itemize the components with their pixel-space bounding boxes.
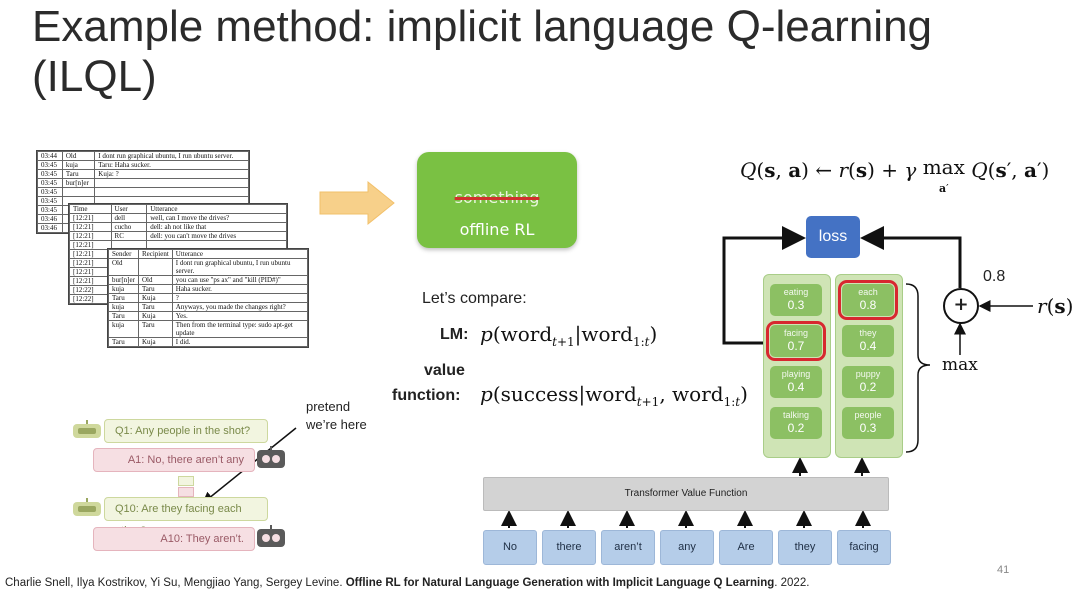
q-cell-value: 0.4 — [859, 339, 877, 353]
struck-text: something — [454, 188, 540, 207]
robot-question-icon — [72, 420, 102, 440]
table-cell: Taru — [108, 337, 139, 347]
value-formula: p(success|wordt+1, word1:t) — [480, 382, 748, 409]
question-q1: Q1: Any people in the shot? — [104, 419, 268, 443]
page-number: 41 — [997, 564, 1010, 576]
robot-answer-icon-2 — [256, 525, 286, 549]
token-3: any — [660, 530, 714, 565]
slide-title-line-1: Example method: implicit language Q-lear… — [32, 2, 933, 51]
token-6: facing — [837, 530, 891, 565]
offline-rl-label: offline RL — [459, 220, 535, 239]
q-cell-word: puppy — [855, 369, 881, 379]
q-cell-word: facing — [783, 328, 809, 338]
token-4: Are — [719, 530, 773, 565]
transformer-value-function: Transformer Value Function — [483, 477, 889, 511]
right-arrow-icon — [319, 180, 395, 226]
q-cell-value: 0.7 — [787, 339, 805, 353]
token-2: aren’t — [601, 530, 655, 565]
ellipsis-a — [178, 487, 194, 497]
reward-to-loss-line — [860, 226, 962, 288]
q-cell-word: talking — [782, 410, 809, 420]
q-cell-value: 0.2 — [787, 421, 805, 435]
token-5: they — [778, 530, 832, 565]
token-1: there — [542, 530, 596, 565]
compare-heading: Let’s compare: — [422, 290, 527, 307]
answer-a1: A1: No, there aren’t any — [93, 448, 255, 472]
token-0: No — [483, 530, 537, 565]
citation: Charlie Snell, Ilya Kostrikov, Yi Su, Me… — [5, 577, 809, 589]
q-cell-value: 0.4 — [787, 380, 805, 394]
q-cell-word: they — [859, 328, 877, 338]
robot-answer-icon — [256, 446, 286, 470]
q-cell-word: playing — [781, 369, 811, 379]
q-cell-word: each — [858, 287, 878, 297]
ellipsis-q — [178, 476, 194, 486]
answer-a10: A10: They aren’t. — [93, 527, 255, 551]
lm-label: LM: — [440, 326, 469, 343]
value-label: value — [424, 362, 465, 379]
reward-function-label: r(s) — [1037, 294, 1074, 318]
robot-question-icon-2 — [72, 498, 102, 518]
max-label: max — [942, 355, 978, 375]
q-cell-value: 0.3 — [787, 298, 805, 312]
reward-value: 0.8 — [983, 268, 1006, 285]
q-cell-word: people — [854, 410, 882, 420]
facing-to-loss-line — [722, 226, 806, 345]
loss-box: loss — [806, 216, 860, 258]
function-label: function: — [392, 387, 461, 404]
plus-node: + — [943, 288, 979, 324]
citation-year: . 2022. — [774, 577, 810, 589]
slide-title-line-2: (ILQL) — [32, 52, 157, 101]
were-here-label: we’re here — [306, 417, 367, 432]
citation-title: Offline RL for Natural Language Generati… — [345, 577, 775, 589]
q-cell-value: 0.3 — [859, 421, 877, 435]
q-cell-value: 0.8 — [859, 298, 877, 312]
citation-authors: Charlie Snell, Ilya Kostrikov, Yi Su, Me… — [5, 577, 343, 589]
q-cell-value: 0.2 — [859, 380, 877, 394]
table-cell: I did. — [171, 337, 309, 347]
offline-rl-box — [417, 152, 577, 248]
pretend-label: pretend — [306, 399, 351, 414]
max-brace — [905, 283, 931, 453]
q-cell-word: eating — [783, 287, 809, 297]
lm-formula: p(wordt+1|word1:t) — [480, 322, 658, 349]
